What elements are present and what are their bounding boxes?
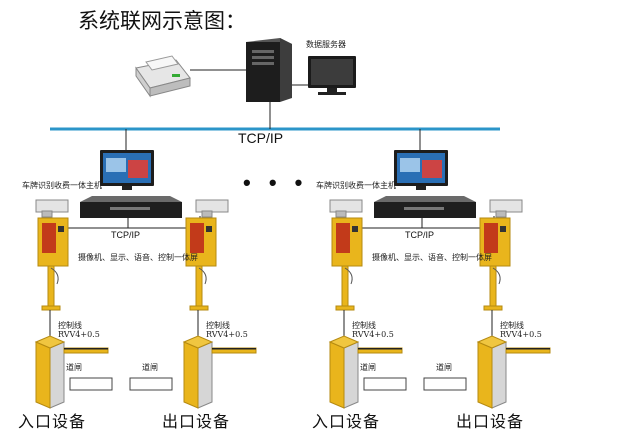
- barrier-side: [343, 341, 359, 409]
- entry-barrier-box: [69, 377, 113, 391]
- host-monitor-stand: [416, 186, 426, 190]
- exit-barrier-label: 道闸: [142, 363, 158, 372]
- barrier-top: [476, 335, 508, 349]
- exit-barrier-label: 道闸: [436, 363, 452, 372]
- host-monitor-stand: [122, 186, 132, 190]
- server-icon: [246, 38, 292, 102]
- host-box-top: [374, 196, 476, 202]
- page-title: 系统联网示意图：: [78, 9, 246, 33]
- entry-barrier-label: 道闸: [360, 363, 376, 372]
- display-speaker: [58, 226, 64, 232]
- host-monitor-image: [128, 160, 148, 178]
- camera-pole-base: [41, 305, 61, 311]
- display-screen: [336, 223, 350, 253]
- barrier-top: [34, 335, 66, 349]
- camera-cable: [198, 267, 207, 285]
- display-screen: [190, 223, 204, 253]
- camera-cable: [492, 267, 501, 285]
- display-speaker: [206, 226, 212, 232]
- exit-barrier: [182, 335, 257, 409]
- host-box-slot: [110, 207, 150, 210]
- display-speaker: [352, 226, 358, 232]
- host-label: 车牌识别收费一体主机: [22, 181, 102, 190]
- camera-pole: [341, 265, 349, 307]
- group-2: [328, 129, 551, 409]
- camera-housing: [35, 199, 69, 213]
- display-screen: [484, 223, 498, 253]
- entry-barrier: [34, 335, 109, 409]
- barrier-side: [49, 341, 65, 409]
- barrier-front: [35, 341, 51, 409]
- host-box-top: [80, 196, 182, 202]
- entry-barrier-label: 道闸: [66, 363, 82, 372]
- host-box-slot: [404, 207, 444, 210]
- entry-barrier-box: [363, 377, 407, 391]
- display-screen: [42, 223, 56, 253]
- exit-barrier-box: [129, 377, 173, 391]
- barrier-arm-stripe: [358, 348, 402, 350]
- camera-pole-base: [335, 305, 355, 311]
- exit-camera-post: [479, 199, 523, 311]
- exit-device-label: 出口设备: [456, 412, 525, 431]
- camera-label: 摄像机、显示、语音、控制一体屏: [372, 253, 492, 262]
- entry-device-label: 入口设备: [312, 412, 381, 431]
- host-monitor-window: [400, 158, 420, 172]
- camera-mount: [41, 210, 53, 218]
- camera-cable: [50, 267, 59, 285]
- group-1: [34, 129, 257, 409]
- barrier-front: [183, 341, 199, 409]
- host-tcp-label: TCP/IP: [111, 230, 141, 240]
- printer-icon: [135, 55, 191, 98]
- barrier-arm-stripe: [506, 348, 550, 350]
- ellipsis: • • •: [243, 170, 309, 195]
- host-monitor-image: [422, 160, 442, 178]
- exit-barrier-box: [423, 377, 467, 391]
- camera-mount: [335, 210, 347, 218]
- host-monitor-window: [106, 158, 126, 172]
- barrier-side: [197, 341, 213, 409]
- entry-device-label: 入口设备: [18, 412, 87, 431]
- camera-pole: [489, 265, 497, 307]
- barrier-arm-stripe: [64, 348, 108, 350]
- camera-housing: [195, 199, 229, 213]
- host-label: 车牌识别收费一体主机: [316, 181, 396, 190]
- groups-layer: [34, 129, 551, 409]
- camera-pole: [47, 265, 55, 307]
- display-speaker: [500, 226, 506, 232]
- camera-mount: [495, 210, 507, 218]
- camera-housing: [489, 199, 523, 213]
- barrier-front: [477, 341, 493, 409]
- barrier-top: [182, 335, 214, 349]
- entry-camera-post: [329, 199, 363, 311]
- camera-label: 摄像机、显示、语音、控制一体屏: [78, 253, 198, 262]
- barrier-arm-stripe: [212, 348, 256, 350]
- camera-cable: [344, 267, 353, 285]
- camera-housing: [329, 199, 363, 213]
- network-label: TCP/IP: [238, 130, 284, 146]
- camera-pole-base: [483, 305, 503, 311]
- barrier-front: [329, 341, 345, 409]
- barrier-top: [328, 335, 360, 349]
- barrier-side: [491, 341, 507, 409]
- server-label: 数据服务器: [306, 40, 346, 49]
- host-tcp-label: TCP/IP: [405, 230, 435, 240]
- entry-barrier: [328, 335, 403, 409]
- camera-pole: [195, 265, 203, 307]
- server-monitor-icon: [308, 56, 356, 95]
- camera-pole-base: [189, 305, 209, 311]
- entry-camera-post: [35, 199, 69, 311]
- camera-mount: [201, 210, 213, 218]
- exit-camera-post: [185, 199, 229, 311]
- exit-device-label: 出口设备: [162, 412, 231, 431]
- exit-barrier: [476, 335, 551, 409]
